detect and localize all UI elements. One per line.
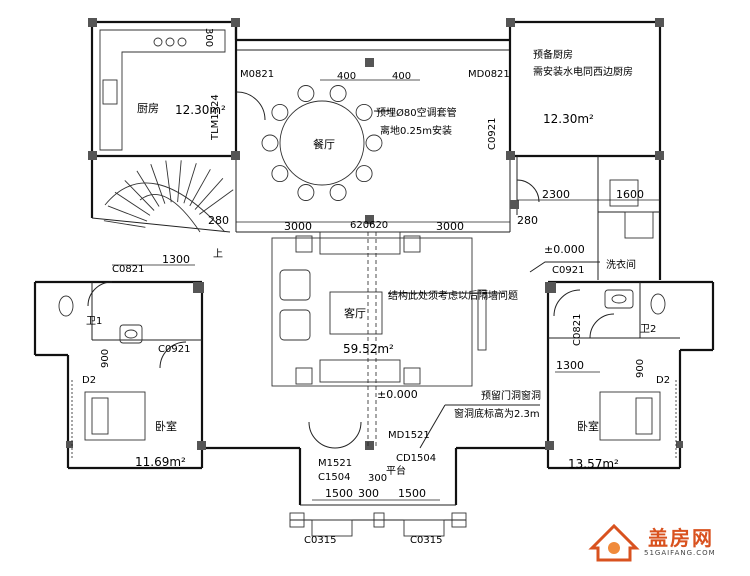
- dim-900-right: 900: [635, 358, 646, 378]
- site-watermark: 盖房网 51GAIFANG.COM: [586, 518, 736, 566]
- dim-400-a: 400: [337, 71, 357, 82]
- reserved-kitchen-note: 需安装水电同西边厨房: [533, 67, 633, 78]
- house-logo-icon: [588, 523, 640, 562]
- dining-chair: [297, 85, 315, 102]
- bedroom-right-area: 13.57m²: [568, 457, 619, 471]
- note-ac-pipe-2: 离地0.25m安装: [380, 126, 453, 137]
- dining-chair: [329, 85, 347, 102]
- window-c1504: C1504: [318, 472, 351, 483]
- door-m0821-top: M0821: [240, 69, 275, 80]
- dining-chair: [355, 103, 373, 121]
- door-md0821: MD0821: [468, 69, 510, 80]
- bathroom-fixtures: [58, 179, 666, 344]
- window-c0921-mid: C0921: [552, 265, 585, 276]
- elevation-main: ±0.000: [544, 243, 585, 256]
- brand-name: 盖房网: [648, 526, 714, 550]
- stair-tread: [194, 178, 224, 210]
- dim-300-step: 300: [368, 473, 388, 484]
- brand-url: 51GAIFANG.COM: [644, 549, 716, 557]
- door-cd1504: CD1504: [396, 453, 437, 464]
- stair-tread: [177, 160, 182, 203]
- stair-tread: [165, 160, 172, 203]
- stair-tread: [107, 205, 148, 222]
- dining-chair: [355, 165, 373, 183]
- dim-280-right: 280: [517, 214, 538, 227]
- bedroom-right-label: 卧室: [577, 420, 599, 433]
- dim-2300: 2300: [542, 188, 570, 201]
- reserved-kitchen-title: 预备厨房: [533, 50, 573, 61]
- living-area: 59.52m²: [343, 342, 394, 356]
- wc2-label: 卫2: [640, 324, 657, 335]
- dim-300-mid: 300: [358, 487, 379, 500]
- living-label: 客厅: [344, 307, 366, 320]
- dimension-lines: [112, 79, 660, 501]
- note-opening-1: 预留门洞窗洞: [481, 391, 541, 402]
- stair-tread: [150, 164, 166, 204]
- laundry-label: 洗衣间: [606, 260, 636, 271]
- door-tlm1524: TLM1524: [210, 94, 221, 140]
- note-opening-2: 窗洞底标高为2.3m: [454, 409, 540, 420]
- kitchen-counter: [99, 29, 226, 151]
- dim-1300-right: 1300: [556, 359, 584, 372]
- stair-tread: [114, 191, 151, 216]
- note-ac-pipe-1: 预埋Ø80空调套管: [376, 108, 457, 119]
- reserved-kitchen-area: 12.30m²: [543, 112, 594, 126]
- door-m1521: M1521: [318, 458, 353, 469]
- bedroom-left-label: 卧室: [155, 420, 177, 433]
- note-structure: 结构此处须考虑以后隔墙问题: [388, 291, 518, 302]
- bedroom-left-area: 11.69m²: [135, 455, 186, 469]
- living-room-furniture: [271, 231, 487, 448]
- elevation-entry: ±0.000: [377, 388, 418, 401]
- window-c0315-left: C0315: [304, 535, 337, 546]
- wc1-label: 卫1: [86, 316, 103, 327]
- dim-1600: 1600: [616, 188, 644, 201]
- dim-3000-right: 3000: [436, 220, 464, 233]
- door-swings: [87, 91, 615, 449]
- kitchen-area: 12.30m²: [175, 103, 226, 117]
- window-c0821-left: C0821: [112, 264, 145, 275]
- dining-chair: [271, 103, 289, 121]
- stair-tread: [199, 189, 234, 215]
- stair-tread: [124, 180, 155, 211]
- d2-right-label: D2: [656, 375, 671, 386]
- window-c0921-left: C0921: [158, 344, 191, 355]
- stair-tread: [189, 169, 211, 207]
- dining-chair: [261, 134, 279, 152]
- dining-chair: [271, 165, 289, 183]
- front-porch: [289, 448, 467, 537]
- window-c0821-right: C0821: [572, 313, 583, 346]
- dim-900-left: 900: [100, 348, 111, 368]
- dim-620-620: 620620: [350, 220, 389, 231]
- dim-400-b: 400: [392, 71, 412, 82]
- door-md1521: MD1521: [388, 430, 430, 441]
- stair-tread: [183, 163, 197, 204]
- bedroom-beds: [71, 380, 677, 460]
- dining-chair: [329, 184, 347, 201]
- dining-chair: [365, 134, 383, 152]
- stair-tread: [136, 170, 160, 207]
- dim-1500-left: 1500: [325, 487, 353, 500]
- dining-table: [261, 85, 383, 201]
- dining-chair: [297, 184, 315, 201]
- window-c0921-right: C0921: [487, 117, 498, 150]
- dim-300-top: 300: [203, 28, 214, 48]
- stair-tread: [103, 220, 146, 228]
- terrace-label: 平台: [386, 466, 406, 477]
- dining-label: 餐厅: [313, 138, 335, 151]
- stair-up-label: 上: [213, 249, 223, 260]
- dim-1300-left: 1300: [162, 253, 190, 266]
- dim-1500-right: 1500: [398, 487, 426, 500]
- structural-columns: [66, 18, 683, 450]
- window-c0315-right: C0315: [410, 535, 443, 546]
- exterior-walls: [33, 20, 715, 470]
- dim-280-left: 280: [208, 214, 229, 227]
- d2-left-label: D2: [82, 375, 97, 386]
- spiral-stair: [103, 160, 234, 233]
- dim-3000-left: 3000: [284, 220, 312, 233]
- kitchen-label: 厨房: [137, 102, 159, 115]
